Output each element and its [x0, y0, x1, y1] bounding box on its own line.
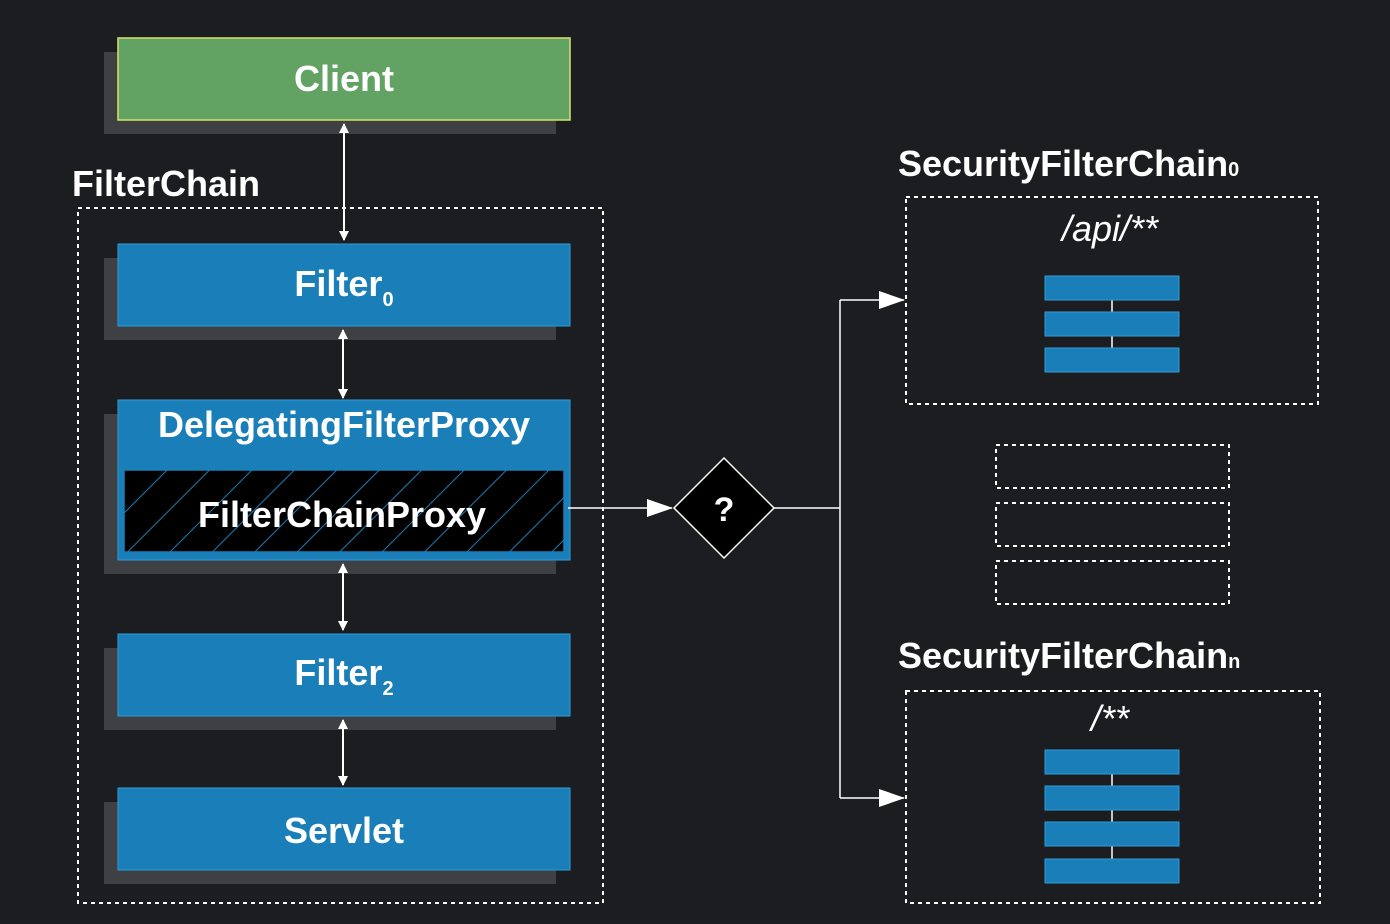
- sfcn-filter: [1044, 858, 1180, 884]
- filter2-name: Filter: [294, 652, 382, 693]
- client-node: Client: [104, 37, 571, 134]
- filter0-label: Filter0: [294, 263, 393, 311]
- sfc0-pattern: /api/**: [1059, 208, 1159, 249]
- filter-chain-proxy-label: FilterChainProxy: [198, 494, 486, 535]
- sfcn-title: SecurityFilterChainn: [898, 635, 1240, 676]
- sfc0-title: SecurityFilterChain0: [898, 143, 1239, 184]
- filter2-node: Filter2: [104, 633, 571, 730]
- filter-chain-label: FilterChain: [72, 163, 260, 204]
- sfcn-filter: [1044, 749, 1180, 775]
- sfcn-pattern: /**: [1088, 698, 1130, 739]
- chain-placeholder: [995, 560, 1230, 605]
- sfc0-container: [905, 196, 1319, 405]
- sfcn-subscript: n: [1228, 651, 1240, 673]
- decision-label: ?: [714, 491, 735, 529]
- decision-node: ?: [672, 456, 776, 560]
- servlet-node: Servlet: [104, 787, 571, 884]
- sfcn-filter: [1044, 785, 1180, 811]
- sfcn-filter: [1044, 821, 1180, 847]
- filter-chain-container: [77, 207, 604, 904]
- filter2-label: Filter2: [294, 652, 393, 700]
- sfcn-name: SecurityFilterChain: [898, 635, 1228, 676]
- decision-routing-lines: [774, 291, 905, 807]
- sfc0-filter: [1044, 311, 1180, 337]
- sfc0-name: SecurityFilterChain: [898, 143, 1228, 184]
- client-label: Client: [294, 58, 394, 99]
- filter0-node: Filter0: [104, 243, 571, 340]
- sfcn-container: [905, 690, 1321, 904]
- filter2-subscript: 2: [382, 678, 393, 700]
- sfc0-filter: [1044, 347, 1180, 373]
- filter0-subscript: 0: [382, 289, 393, 311]
- filter0-name: Filter: [294, 263, 382, 304]
- chain-placeholder: [995, 502, 1230, 547]
- servlet-label: Servlet: [284, 810, 404, 851]
- delegating-filter-proxy-node: DelegatingFilterProxy FilterChainProxy: [104, 399, 571, 574]
- chain-placeholder: [995, 444, 1230, 489]
- more-chains-placeholder: [995, 444, 1230, 605]
- sfc0-filter-stack: [1044, 275, 1180, 373]
- sfc0-filter: [1044, 275, 1180, 301]
- sfc0-subscript: 0: [1228, 159, 1239, 181]
- delegating-filter-proxy-label: DelegatingFilterProxy: [158, 404, 530, 445]
- filter-chain-proxy-node: FilterChainProxy: [123, 469, 565, 553]
- sfcn-filter-stack: [1044, 749, 1180, 884]
